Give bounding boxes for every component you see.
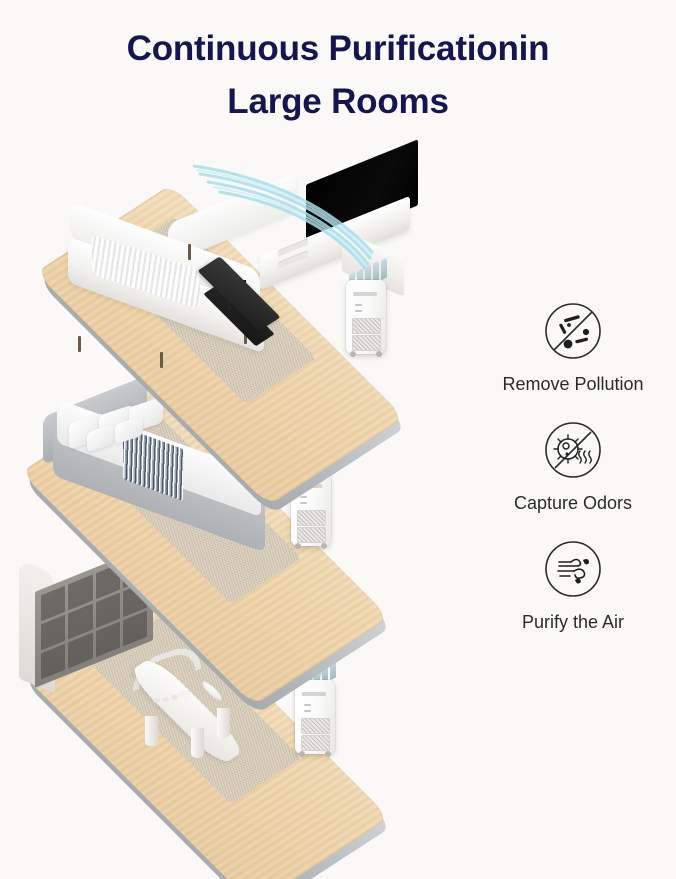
- feature-capture-odors: Capture Odors: [470, 419, 676, 514]
- table-leg: [191, 728, 204, 758]
- purifier-grille-lower: [297, 527, 326, 543]
- room-stack-illustration: [0, 139, 520, 879]
- purifier-body: [346, 280, 386, 357]
- cup: [162, 697, 169, 702]
- feature-list: Remove Pollution: [470, 300, 676, 657]
- purifier-grille-upper: [301, 718, 330, 734]
- purifier-button: [304, 710, 311, 712]
- title-line-1: Continuous Purificationin: [126, 29, 550, 68]
- air-purifier: [346, 257, 390, 357]
- feature-label: Purify the Air: [521, 612, 625, 632]
- purifier-grille-upper: [297, 510, 326, 526]
- purifier-caster: [325, 751, 331, 757]
- teapot: [179, 690, 191, 699]
- purifier-caster: [295, 543, 301, 549]
- table-leg: [217, 708, 230, 738]
- purifier-caster: [321, 543, 327, 549]
- cup: [153, 698, 160, 703]
- cup: [171, 695, 178, 700]
- sofa-leg: [188, 244, 191, 260]
- title-line-2: Large Rooms: [227, 82, 449, 121]
- purifier-caster: [350, 351, 356, 357]
- air-purifier: [295, 657, 339, 757]
- purifier-grille-lower: [301, 735, 330, 751]
- purifier-caster: [299, 751, 305, 757]
- purifier-body: [295, 680, 335, 757]
- purifier-grille-lower: [352, 335, 381, 351]
- living-furniture: [10, 139, 480, 460]
- sofa-leg: [78, 336, 81, 352]
- sofa-leg: [160, 352, 163, 368]
- purifier-grille-upper: [352, 318, 381, 334]
- feature-remove-pollution: Remove Pollution: [470, 300, 676, 395]
- table-leg: [145, 716, 158, 746]
- feature-label: Remove Pollution: [502, 374, 644, 394]
- serving-bowl: [199, 679, 225, 703]
- feature-label: Capture Odors: [513, 493, 633, 513]
- purifier-button: [300, 496, 307, 498]
- page-title: Continuous Purificationin Large Rooms: [0, 22, 676, 128]
- pollution-particles-crossed-out-icon: [545, 303, 601, 359]
- feature-purify-the-air: Purify the Air: [470, 538, 676, 633]
- germ-odor-crossed-out-icon: [545, 422, 601, 478]
- vent-slat: [381, 257, 387, 281]
- purifier-button: [355, 304, 362, 306]
- purifier-button: [304, 704, 311, 706]
- purifier-display: [302, 692, 326, 696]
- purifier-button: [300, 502, 307, 504]
- purifier-caster: [376, 351, 382, 357]
- airflow-leaves-icon: [545, 541, 601, 597]
- purifier-display: [353, 292, 377, 296]
- purifier-button: [355, 310, 362, 312]
- room-living-room: [10, 139, 480, 515]
